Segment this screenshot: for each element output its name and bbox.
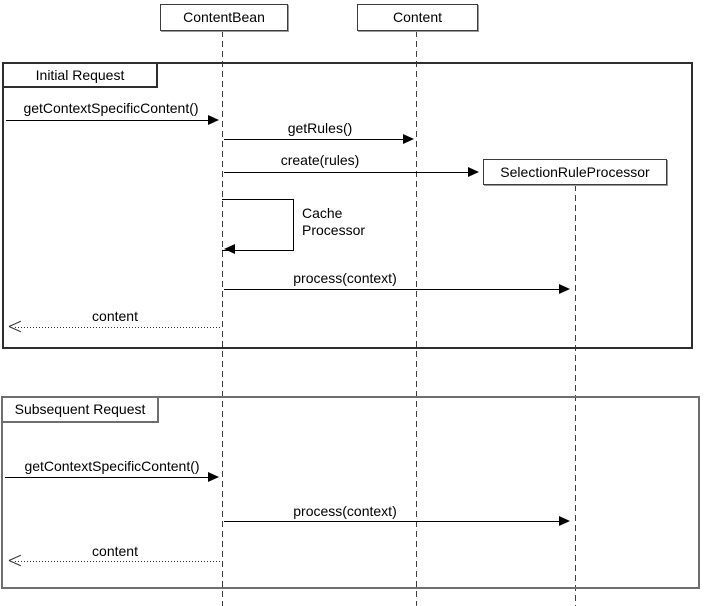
msg2-content-return-arrowhead-icon bbox=[9, 554, 23, 568]
msg2-process-context-arrowhead-icon bbox=[559, 516, 570, 526]
msg-getrules-arrowhead-icon bbox=[403, 134, 414, 144]
msg-content-return-line bbox=[15, 327, 222, 328]
msg2-getcontextspecificcontent-line bbox=[5, 477, 208, 478]
msg2-process-context-line bbox=[224, 521, 559, 522]
frame-initial-request bbox=[2, 62, 693, 349]
msg-content-return-arrowhead-icon bbox=[9, 320, 23, 334]
msg-process-context-line bbox=[224, 289, 559, 290]
msg-getrules-line bbox=[224, 139, 403, 140]
msg-getcontextspecificcontent-line bbox=[6, 120, 208, 121]
msg-cache-processor-label: Cache Processor bbox=[302, 205, 366, 238]
msg-getcontextspecificcontent-arrowhead-icon bbox=[208, 115, 219, 125]
actor-box-contentbean: ContentBean bbox=[160, 4, 288, 31]
msg2-getcontextspecificcontent-label: getContextSpecificContent() bbox=[24, 458, 200, 474]
msg-content-return-label: content bbox=[92, 308, 138, 324]
msg2-process-context-label: process(context) bbox=[293, 503, 397, 519]
msg-cache-processor-arrowhead-icon bbox=[224, 244, 235, 254]
msg-create-rules-label: create(rules) bbox=[280, 152, 360, 168]
msg-process-context-arrowhead-icon bbox=[559, 284, 570, 294]
msg-create-rules-arrowhead-icon bbox=[468, 167, 479, 177]
lifeline-selectionruleprocessor bbox=[575, 185, 576, 606]
msg-getrules-label: getRules() bbox=[287, 120, 353, 136]
frame-subsequent-request-title: Subsequent Request bbox=[1, 396, 159, 423]
actor-box-selectionruleprocessor: SelectionRuleProcessor bbox=[483, 159, 667, 185]
msg2-content-return-line bbox=[15, 561, 222, 562]
lifeline-content bbox=[416, 31, 417, 606]
msg2-content-return-label: content bbox=[92, 543, 138, 559]
msg-create-rules-line bbox=[224, 172, 468, 173]
msg-getcontextspecificcontent-label: getContextSpecificContent() bbox=[23, 100, 199, 116]
actor-box-content: Content bbox=[357, 4, 478, 31]
frame-subsequent-request bbox=[1, 396, 700, 589]
msg2-getcontextspecificcontent-arrowhead-icon bbox=[208, 472, 219, 482]
lifeline-contentbean bbox=[222, 31, 223, 606]
msg-cache-processor-selfcall-line bbox=[222, 199, 294, 251]
msg-process-context-label: process(context) bbox=[293, 270, 397, 286]
frame-initial-request-title: Initial Request bbox=[2, 62, 158, 88]
